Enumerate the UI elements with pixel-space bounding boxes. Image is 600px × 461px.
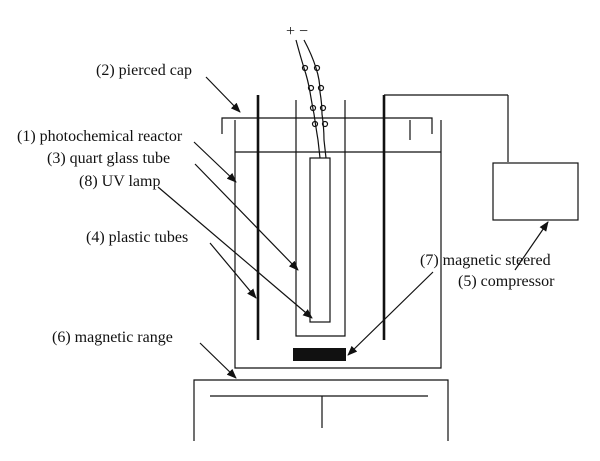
leader-arrows: [157, 76, 549, 379]
arrow-pierced-cap: [205, 76, 241, 113]
label-compressor: (5) compressor: [458, 273, 555, 290]
arrow-magnetic-steered: [347, 271, 434, 356]
power-wires: [295, 39, 329, 159]
reactor-vessel: [234, 120, 442, 369]
compressor-box: [492, 162, 579, 221]
arrow-plastic-tubes: [209, 242, 257, 299]
polarity-label: + −: [286, 23, 308, 40]
arrow-photochemical-reactor: [193, 141, 237, 183]
label-uv-lamp: (8) UV lamp: [79, 173, 160, 190]
label-quartz-glass-tube: (3) quart glass tube: [47, 150, 170, 167]
arrow-magnetic-range: [199, 342, 237, 379]
magnetic-stirrer-bar: [293, 348, 346, 361]
label-magnetic-range: (6) magnetic range: [52, 329, 173, 346]
pierced-cap: [221, 117, 433, 134]
quartz-glass-tube: [295, 100, 346, 337]
label-magnetic-steered: (7) magnetic steered: [420, 252, 551, 269]
magnetic-range: [193, 379, 449, 441]
label-plastic-tubes: (4) plastic tubes: [86, 229, 188, 246]
arrow-quartz-glass-tube: [194, 163, 299, 271]
label-photochemical-reactor: (1) photochemical reactor: [17, 128, 183, 145]
arrow-compressor: [514, 221, 549, 271]
arrow-uv-lamp: [157, 186, 313, 319]
label-pierced-cap: (2) pierced cap: [96, 62, 192, 79]
uv-lamp: [309, 157, 331, 323]
